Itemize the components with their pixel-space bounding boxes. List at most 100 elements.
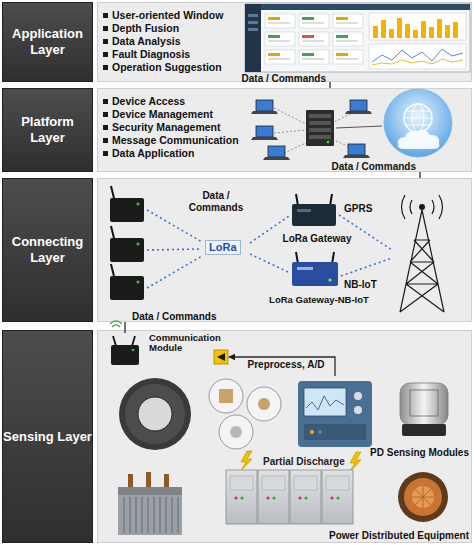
server-network: [306, 110, 334, 146]
dashboard-screenshot: [245, 4, 261, 72]
server-network: [309, 121, 331, 125]
dashboard-screenshot: [421, 21, 426, 38]
switchgear: [290, 470, 321, 524]
server-network: [336, 126, 382, 128]
lora-end-devices: [137, 203, 140, 206]
layer-name: Application Layer: [3, 26, 92, 59]
dashboard-screenshot: [333, 14, 363, 28]
layer-name: Platform Layer: [3, 114, 92, 147]
layer-label-box: Platform Layer: [2, 88, 93, 172]
dashboard-screenshot: [268, 35, 280, 38]
lora-end-devices: [111, 186, 114, 198]
server-network: [309, 135, 331, 139]
lightning-bolt: [240, 451, 361, 473]
dashboard-screenshot: [268, 53, 280, 56]
current-transformer: [125, 384, 185, 444]
switchgear: [322, 470, 353, 524]
layer-label-box: Sensing Layer: [2, 330, 93, 543]
panel-text: Message Communication: [112, 134, 239, 146]
nb-iot-gateway-device: [292, 252, 338, 286]
panel-text: GPRS: [344, 203, 372, 215]
dashboard-screenshot: [268, 58, 290, 60]
pd-analyzer: [298, 381, 372, 447]
bullet-mark: [103, 65, 108, 70]
dashboard-screenshot: [333, 32, 363, 46]
lora-gateway-device: [292, 204, 336, 226]
dashboard-screenshot: [248, 28, 258, 31]
server-network: [343, 155, 370, 158]
pd-analyzer: [354, 406, 362, 414]
dashboard-screenshot: [453, 22, 458, 38]
dashboard-screenshot: [389, 29, 394, 38]
wifi-signal: [110, 321, 122, 327]
pd-analyzer: [298, 381, 372, 447]
uhf-sensors: [258, 398, 270, 410]
dashboard-screenshot: [302, 40, 324, 42]
glass-sensor: [410, 390, 438, 416]
dashboard-screenshot: [373, 26, 378, 38]
cloud-platform: [404, 104, 432, 132]
layer-panel: Partial DischargeCommunication ModulePD …: [97, 330, 472, 543]
component-box: LoRa Gateway: [277, 193, 357, 245]
panel-text: Data / Commands: [187, 190, 245, 213]
cell-tower: [400, 210, 444, 312]
dashboard-screenshot: [302, 53, 314, 56]
cloud-platform: [384, 89, 452, 157]
bullet-mark: [103, 125, 108, 130]
component-box: LoRa Gateway-NB-IoT: [261, 255, 377, 307]
dashboard-screenshot: [372, 49, 463, 62]
bullet-mark: [103, 13, 108, 18]
dashboard-screenshot: [336, 53, 348, 56]
panel-text: NB-IoT: [344, 279, 377, 291]
component-caption: Power Distributed Equipment: [329, 530, 469, 542]
dashboard-screenshot: [268, 40, 290, 42]
connector-line: [419, 172, 420, 178]
server-network: [268, 146, 285, 157]
lora-end-devices: [110, 198, 144, 222]
dashboard-screenshot: [268, 22, 290, 24]
pd-analyzer: [310, 430, 314, 434]
bullet-mark: [103, 99, 108, 104]
connector-line: [329, 82, 330, 88]
switchgear: [272, 496, 275, 499]
dashboard-screenshot: [265, 14, 295, 28]
connector-line: [229, 357, 335, 376]
uhf-sensors: [230, 426, 242, 438]
current-transformer: [119, 378, 191, 450]
switchgear: [336, 496, 339, 499]
lora-end-devices: [111, 264, 114, 276]
panel-text: Partial Discharge: [263, 456, 345, 468]
switchgear: [258, 470, 289, 524]
cloud-platform: [404, 111, 432, 125]
panel-text: Data Application: [112, 147, 194, 159]
dashboard-screenshot: [336, 35, 348, 38]
server-network: [327, 141, 329, 143]
dashboard-screenshot: [372, 59, 463, 65]
component-box: Communication Module: [107, 333, 229, 373]
dashboard-screenshot: [299, 14, 329, 28]
dashboard-screenshot: [333, 50, 363, 64]
uhf-sensors: [209, 379, 281, 449]
server-network: [345, 111, 372, 114]
panel-text: Device Access: [112, 95, 185, 107]
communication-module-device: [113, 336, 135, 346]
panel-text: Device Management: [112, 108, 213, 120]
server-network: [251, 137, 278, 140]
bullet-mark: [103, 138, 108, 143]
transformer: [118, 495, 182, 535]
dashboard-screenshot: [336, 58, 358, 60]
server-network: [251, 111, 278, 114]
dashboard-screenshot: [248, 21, 258, 24]
dashboard-screenshot: [437, 19, 442, 38]
lora-end-devices: [137, 281, 140, 284]
dashboard-screenshot: [369, 44, 466, 69]
switchgear: [304, 496, 307, 499]
nb-iot-gateway-device: [329, 279, 332, 282]
transformer: [146, 472, 151, 488]
power-cable: [412, 486, 434, 508]
dashboard-screenshot: [336, 22, 358, 24]
lightning-bolt: [240, 451, 252, 472]
dashboard-screenshot: [405, 24, 410, 38]
layer-panel: Data / CommandsLoRaGPRSNB-IoTLoRa Gatewa…: [97, 178, 472, 322]
dashboard-screenshot: [245, 4, 470, 72]
